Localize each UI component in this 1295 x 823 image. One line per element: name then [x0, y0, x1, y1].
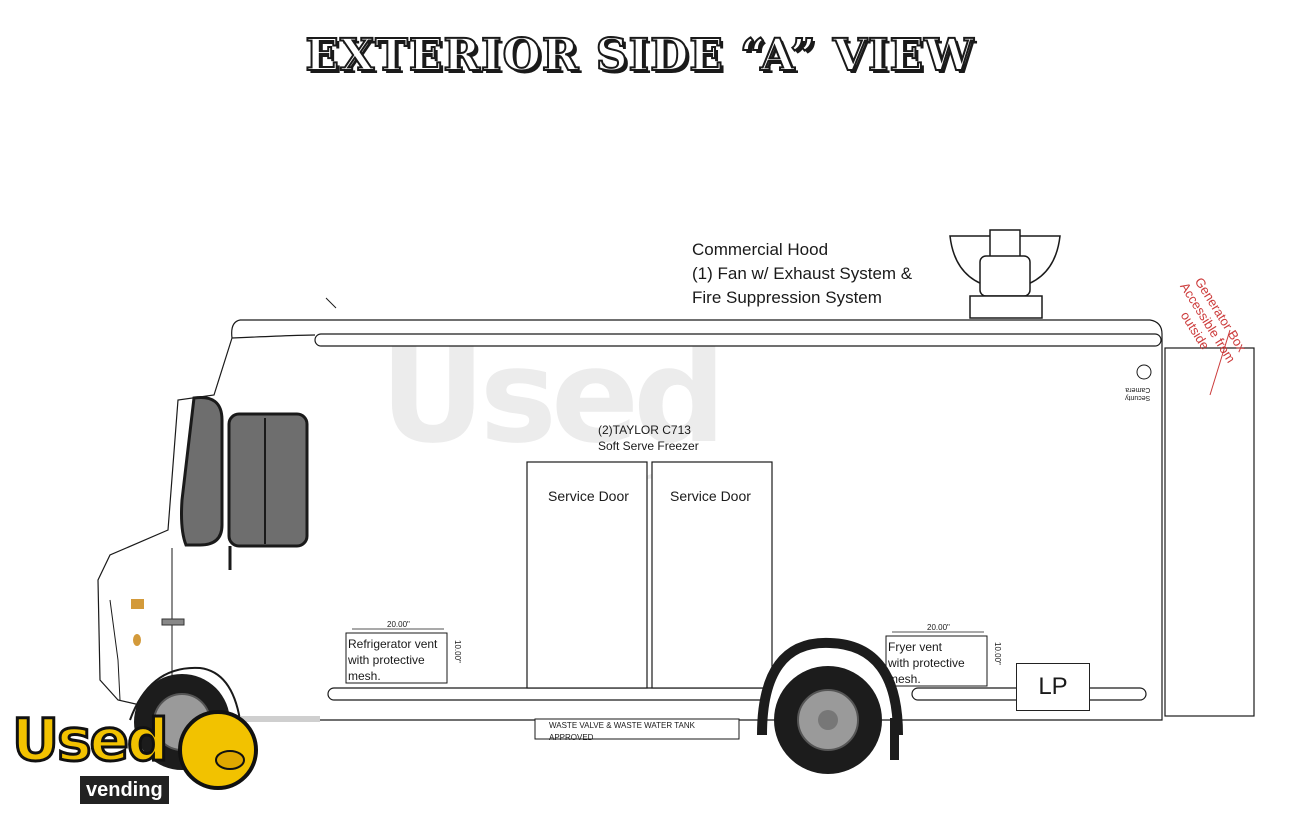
security-camera-label: Security Camera — [1125, 386, 1151, 401]
service-door-left — [526, 461, 648, 689]
truck-body-outline — [240, 319, 1163, 721]
roof-rail — [314, 333, 1162, 347]
fridge-vent-height: 10.00" — [453, 640, 462, 663]
generator-box — [1164, 347, 1255, 717]
rear-fender — [757, 637, 903, 736]
fryer-vent-label: Fryer vent with protective mesh. — [888, 640, 965, 686]
service-door-right-label: Service Door — [670, 488, 751, 504]
logo-pig-icon — [178, 710, 258, 790]
cab-side-window — [227, 412, 309, 548]
lower-rail — [327, 687, 769, 701]
service-door-right — [651, 461, 773, 689]
lp-tank-label: LP — [1016, 663, 1090, 711]
cab-outline — [97, 319, 316, 706]
waste-tank-label: WASTE VALVE & WASTE WATER TANK APPROVED — [549, 721, 695, 742]
service-door-left-label: Service Door — [548, 488, 629, 504]
logo-vending-text: vending — [80, 776, 169, 804]
marker-light — [131, 599, 144, 609]
fryer-vent-height: 10.00" — [993, 642, 1002, 665]
fridge-vent-label: Refrigerator vent with protective mesh. — [348, 637, 438, 683]
fridge-vent-box — [345, 632, 448, 684]
freezer-label: (2)TAYLOR C713 Soft Serve Freezer — [598, 423, 699, 453]
fryer-vent-width: 20.00" — [927, 623, 950, 632]
fryer-vent-box — [885, 635, 988, 687]
marker-light-lower — [133, 634, 141, 646]
logo-used-text: Used — [10, 705, 170, 776]
page-title: EXTERIOR SIDE “A” VIEW — [304, 29, 975, 82]
door-handle — [161, 618, 185, 626]
hood-label: Commercial Hood (1) Fan w/ Exhaust Syste… — [692, 240, 913, 307]
windshield — [180, 395, 224, 547]
security-camera-icon — [1136, 364, 1152, 380]
fridge-vent-width: 20.00" — [387, 620, 410, 629]
waste-tank-box — [534, 718, 740, 740]
